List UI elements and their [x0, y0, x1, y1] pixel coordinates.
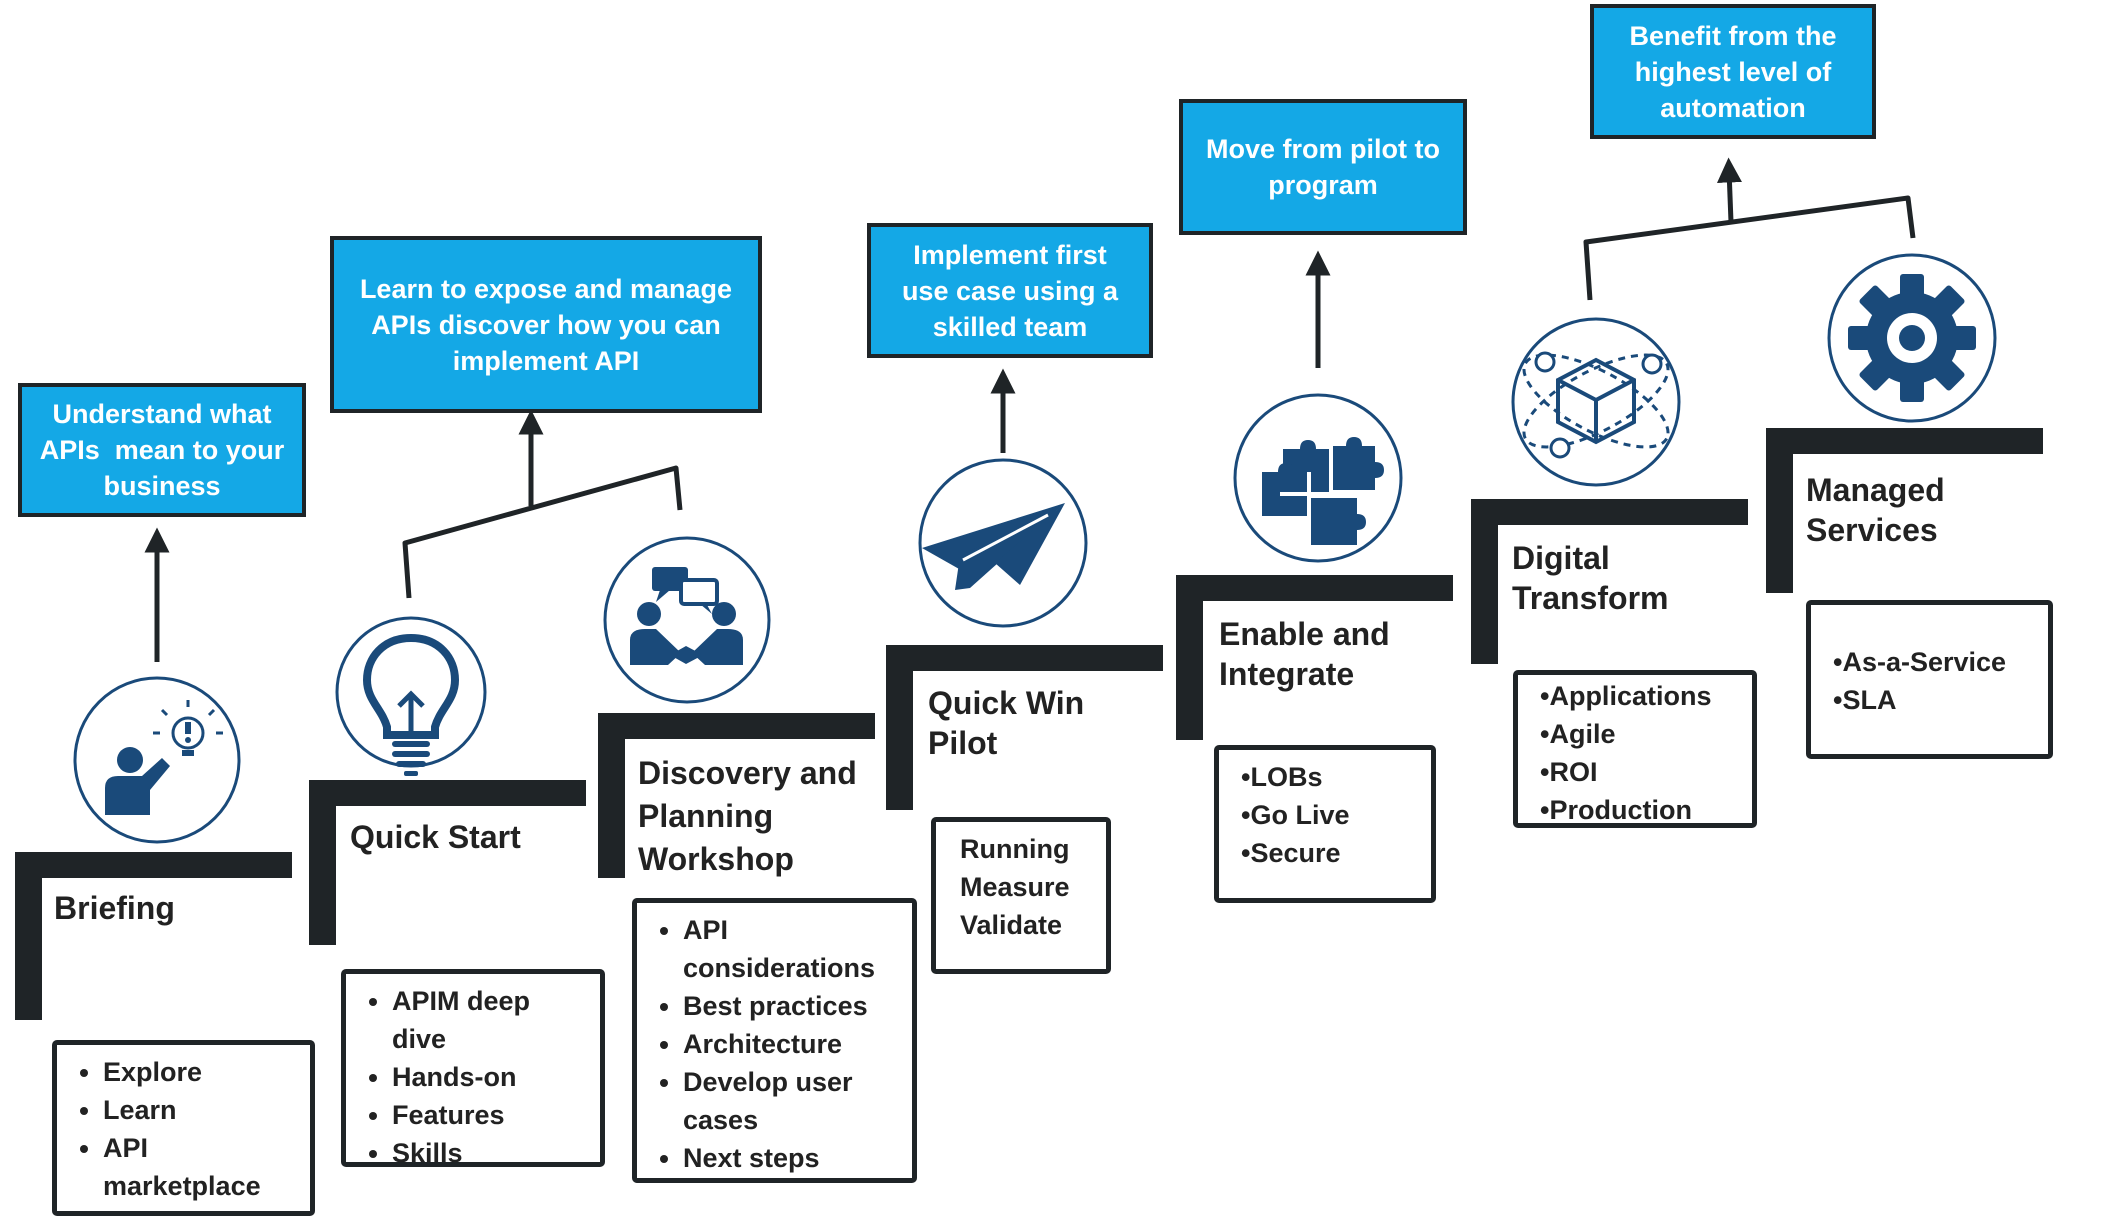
stair-digital	[1471, 499, 1748, 525]
list-item: ROI	[1540, 753, 1740, 791]
list-item: Secure	[1241, 834, 1419, 872]
step-title-quick-start: Quick Start	[350, 819, 521, 855]
list-box-enable: LOBs Go Live Secure	[1214, 745, 1436, 903]
stair-quick-start	[309, 780, 586, 806]
stair-quick-win	[886, 645, 1163, 671]
list-box-discovery: API considerations Best practices Archit…	[632, 898, 917, 1183]
list-item: Next steps	[683, 1139, 900, 1177]
list-item: Agile	[1540, 715, 1740, 753]
step-title-enable: Enable and Integrate	[1219, 616, 1390, 692]
person-idea-icon	[73, 676, 241, 844]
list-item: Develop user cases	[683, 1063, 900, 1139]
list-item: Features	[392, 1096, 588, 1134]
lightbulb-icon	[335, 616, 487, 776]
list-item: Measure	[960, 872, 1070, 902]
gear-icon	[1827, 253, 1997, 423]
paper-plane-icon	[918, 458, 1088, 628]
list-item: API marketplace	[103, 1129, 298, 1205]
list-item: Production	[1540, 791, 1740, 829]
goal-box-briefing: Understand what APIs mean to your busine…	[18, 383, 306, 517]
list-item: Go Live	[1241, 796, 1419, 834]
bracket-quick-start	[402, 465, 683, 599]
list-item: Architecture	[683, 1025, 900, 1063]
list-item: Validate	[960, 910, 1063, 940]
goal-box-quick-start: Learn to expose and manage APIs discover…	[330, 236, 762, 413]
step-title-digital: Digital Transform	[1512, 540, 1669, 616]
list-item: LOBs	[1241, 758, 1419, 796]
step-title-briefing: Briefing	[54, 890, 175, 926]
stair-managed	[1766, 428, 2043, 454]
list-box-quick-win: Running Measure Validate	[931, 817, 1111, 974]
bracket-digital	[1583, 195, 1916, 301]
goal-box-digital-managed: Benefit from the highest level of automa…	[1590, 4, 1876, 139]
stair-briefing	[15, 852, 292, 878]
list-box-briefing: Explore Learn API marketplace	[52, 1040, 315, 1216]
list-item: Best practices	[683, 987, 900, 1025]
list-box-managed: As-a-Service SLA	[1806, 600, 2053, 759]
puzzle-icon	[1233, 393, 1403, 563]
list-item: APIM deep dive	[392, 982, 588, 1058]
list-box-quick-start: APIM deep dive Hands-on Features Skills	[341, 969, 605, 1168]
list-item: Skills	[392, 1134, 588, 1172]
list-item: Running	[960, 834, 1070, 864]
stair-enable	[1176, 575, 1453, 601]
list-item: SLA	[1833, 681, 2036, 719]
chat-handshake-icon	[603, 536, 771, 704]
step-title-discovery: Discovery and Planning Workshop	[638, 755, 857, 877]
list-item: As-a-Service	[1833, 643, 2036, 681]
list-item: API considerations	[683, 911, 900, 987]
step-title-managed: Managed Services	[1806, 472, 1945, 548]
step-title-quick-win: Quick Win Pilot	[928, 685, 1085, 761]
list-box-digital: Applications Agile ROI Production	[1513, 670, 1757, 828]
stair-discovery	[598, 713, 875, 739]
stair-steps	[15, 428, 2043, 1020]
list-item: Hands-on	[392, 1058, 588, 1096]
cube-network-icon	[1511, 317, 1681, 487]
list-item: Applications	[1540, 677, 1740, 715]
list-item: Explore	[103, 1053, 298, 1091]
goal-box-enable: Move from pilot to program	[1179, 99, 1467, 235]
arrow-digital	[1716, 157, 1742, 223]
list-item: Learn	[103, 1091, 298, 1129]
goal-box-quick-win: Implement first use case using a skilled…	[867, 223, 1153, 358]
